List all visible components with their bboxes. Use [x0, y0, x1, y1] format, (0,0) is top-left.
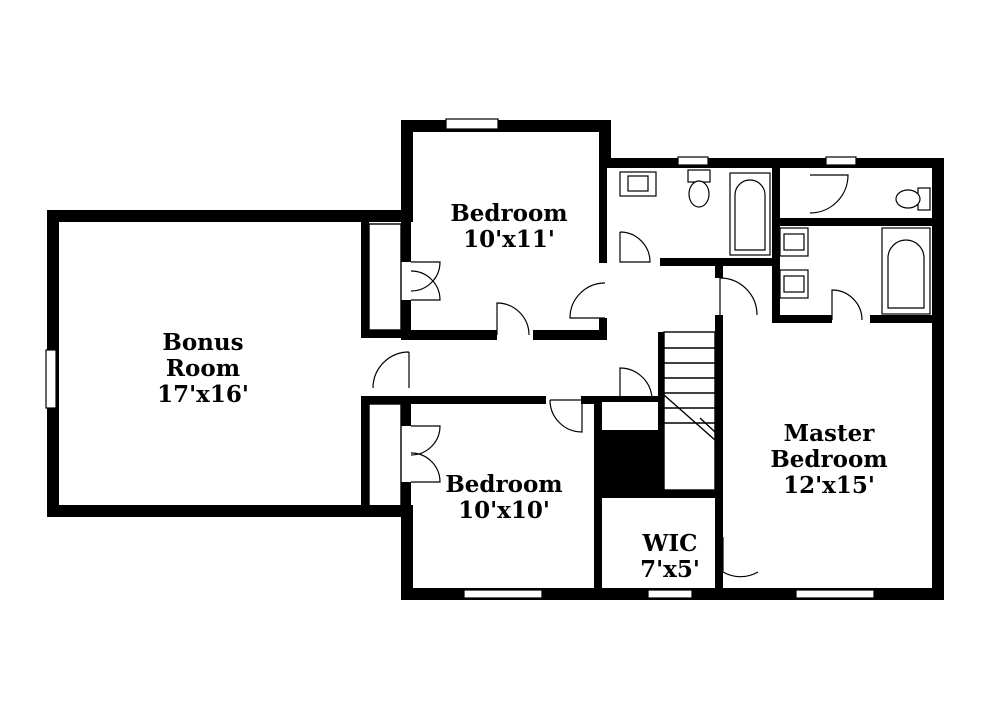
door-swing: [410, 270, 441, 301]
door-swing: [410, 425, 441, 456]
wall: [401, 120, 611, 132]
wall: [772, 168, 780, 323]
bathtub-basin: [734, 179, 766, 251]
door-swing: [372, 351, 410, 389]
wall: [660, 258, 774, 266]
master-bedroom-name-line1: Master: [784, 420, 876, 447]
wic-size: 7'x5': [640, 556, 700, 583]
window: [795, 589, 875, 599]
door-swing: [619, 367, 653, 401]
wall: [658, 332, 664, 494]
bedroom-top-name: Bedroom: [450, 200, 567, 227]
bonus-room-name-line2: Room: [166, 355, 240, 382]
interior-walls: [361, 168, 940, 596]
door-swing: [809, 174, 849, 214]
wall: [598, 490, 723, 498]
door-swing: [410, 261, 441, 292]
wall: [581, 396, 601, 404]
wall: [361, 396, 369, 511]
window: [445, 118, 499, 130]
wall: [401, 300, 411, 340]
wic-name: WIC: [642, 530, 698, 557]
wall: [401, 222, 411, 262]
sink-bowl: [783, 233, 805, 251]
stair-outline: [663, 331, 716, 491]
door-swing: [549, 399, 583, 433]
door-swing: [831, 289, 863, 321]
wall: [715, 266, 723, 278]
window: [45, 349, 57, 409]
partitions: [368, 223, 716, 507]
wall: [361, 396, 409, 404]
master-bedroom-size: 12'x15': [783, 472, 875, 499]
wall: [401, 482, 411, 512]
wall: [715, 315, 723, 588]
bathtub-basin: [887, 239, 925, 309]
window: [647, 589, 693, 599]
closet-outline: [368, 403, 402, 507]
stairs: [663, 347, 716, 441]
windows: [45, 118, 875, 599]
door-swing: [722, 537, 759, 578]
wall: [599, 318, 607, 340]
stair-void: [598, 430, 664, 494]
door-swing: [619, 231, 651, 263]
doors: [372, 174, 863, 578]
bedroom-top-size: 10'x11': [463, 226, 555, 253]
bonus-room-size: 17'x16': [157, 381, 249, 408]
closet-outline: [368, 223, 402, 331]
wall: [401, 396, 546, 404]
wall: [47, 210, 405, 222]
room-labels: Bonus Room 17'x16' Bedroom 10'x11' Bedro…: [157, 200, 888, 583]
wall: [598, 396, 658, 402]
sink-bowl: [627, 175, 649, 192]
toilet-bowl: [895, 189, 921, 209]
toilet-icon: [687, 169, 711, 183]
wall: [599, 158, 944, 168]
toilet-bowl: [688, 180, 710, 208]
wall: [780, 218, 932, 226]
wall: [533, 330, 605, 340]
wall: [599, 120, 611, 168]
wall: [47, 505, 405, 517]
sink-bowl: [783, 275, 805, 293]
window: [677, 156, 709, 166]
wall: [361, 330, 409, 338]
wall: [599, 168, 607, 263]
bonus-room-name-line1: Bonus: [162, 329, 243, 356]
door-swing: [496, 302, 530, 336]
wall: [932, 158, 944, 600]
wall: [361, 222, 369, 332]
wall: [772, 315, 832, 323]
bedroom-bottom-size: 10'x10': [458, 497, 550, 524]
fixtures: [619, 169, 931, 315]
window: [463, 589, 543, 599]
door-swing: [719, 277, 758, 316]
wall: [401, 396, 411, 426]
door-swing: [410, 452, 441, 483]
wall: [870, 315, 940, 323]
wall: [401, 120, 413, 222]
wall: [401, 330, 497, 340]
wall: [401, 505, 413, 600]
master-bedroom-name-line2: Bedroom: [770, 446, 887, 473]
door-swing: [569, 282, 606, 319]
window: [825, 156, 857, 166]
bedroom-bottom-name: Bedroom: [445, 471, 562, 498]
